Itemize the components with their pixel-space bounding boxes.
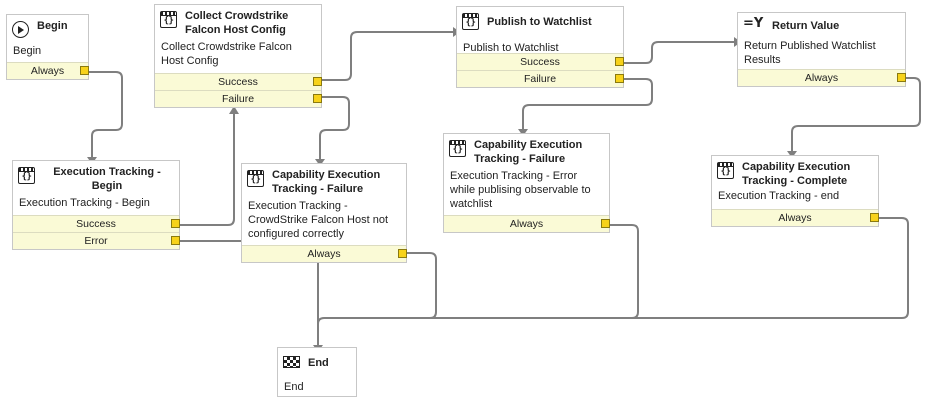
port-connector[interactable] [601, 219, 610, 228]
wire-collect-success-to-publish [318, 31, 456, 81]
port-always[interactable]: Always [712, 209, 879, 226]
port-success[interactable]: Success [457, 53, 624, 70]
publish-to-watchlist-node[interactable]: {} Publish to Watchlist Publish to Watch… [456, 6, 624, 88]
port-label: Success [76, 218, 116, 230]
port-always[interactable]: Always [242, 245, 407, 262]
node-title: Capability Execution Tracking - Complete [742, 161, 851, 187]
port-label: Success [218, 76, 258, 88]
begin-node[interactable]: Begin Begin Always [6, 14, 89, 80]
port-always[interactable]: Always [7, 62, 89, 79]
capability-failure-node-1[interactable]: {} Capability Execution Tracking - Failu… [241, 163, 407, 263]
code-block-icon: {} [18, 167, 35, 184]
arrow-into-cap-complete [787, 151, 797, 158]
node-title: Publish to Watchlist [487, 16, 592, 28]
port-failure[interactable]: Failure [457, 70, 624, 87]
port-always[interactable]: Always [444, 215, 610, 232]
port-label: Success [520, 56, 560, 68]
port-label: Failure [221, 93, 255, 105]
wire-cap-complete-to-end [324, 217, 909, 319]
node-description: End [284, 381, 304, 393]
port-label: Always [778, 212, 812, 224]
end-node[interactable]: End End [277, 347, 357, 397]
arrow-into-collect [229, 106, 239, 114]
port-connector[interactable] [171, 236, 180, 245]
arrow-into-cap-fail-2 [518, 129, 528, 136]
port-label: Error [84, 235, 108, 247]
wire-exec-success-to-collect [176, 111, 235, 226]
port-connector[interactable] [870, 213, 879, 222]
wire-publish-success-to-return [620, 41, 737, 64]
node-description: Collect Crowdstrike Falcon Host Config [161, 41, 292, 67]
node-title: Begin [37, 20, 68, 32]
code-block-icon: {} [717, 162, 734, 179]
port-always[interactable]: Always [738, 69, 906, 86]
capability-complete-node[interactable]: {} Capability Execution Tracking - Compl… [711, 155, 879, 227]
wire-publish-failure-to-cap-fail-2 [522, 78, 653, 132]
port-connector[interactable] [313, 94, 322, 103]
return-value-node[interactable]: =Y Return Value Return Published Watchli… [737, 12, 906, 87]
node-title: Collect Crowdstrike Falcon Host Config [185, 10, 289, 36]
port-connector[interactable] [398, 249, 407, 258]
arrow-into-cap-fail-1 [315, 159, 325, 166]
node-description: Begin [13, 45, 42, 57]
node-title: Return Value [772, 20, 840, 32]
node-description: Execution Tracking - CrowdStrike Falcon … [248, 200, 388, 240]
node-title: Capability Execution Tracking - Failure [474, 139, 583, 165]
return-value-icon: =Y [743, 16, 764, 31]
code-block-icon: {} [462, 13, 479, 30]
collect-crowdstrike-config-node[interactable]: {} Collect Crowdstrike Falcon Host Confi… [154, 4, 322, 108]
port-error[interactable]: Error [13, 232, 180, 249]
play-icon [12, 21, 29, 38]
code-block-icon: {} [247, 170, 264, 187]
port-connector[interactable] [897, 73, 906, 82]
checkered-flag-icon [283, 356, 300, 368]
port-label: Failure [523, 73, 557, 85]
port-connector[interactable] [615, 74, 624, 83]
node-description: Return Published Watchlist Results [744, 40, 876, 66]
wire-collect-failure-to-cap-fail-1 [318, 96, 350, 162]
port-label: Always [804, 72, 839, 84]
node-title: Capability Execution Tracking - Failure [272, 169, 381, 195]
port-label: Always [30, 65, 65, 77]
capability-failure-node-2[interactable]: {} Capability Execution Tracking - Failu… [443, 133, 610, 233]
code-block-icon: {} [449, 140, 466, 157]
wire-return-to-cap-complete [791, 77, 921, 154]
wire-cap-fail-1-to-end [317, 252, 437, 348]
execution-tracking-begin-node[interactable]: {} Execution Tracking - Begin Execution … [12, 160, 180, 250]
node-title: End [308, 357, 329, 369]
port-failure[interactable]: Failure [155, 90, 322, 107]
port-success[interactable]: Success [155, 73, 322, 90]
wire-begin-to-exec-begin [86, 71, 123, 160]
port-label: Always [509, 218, 544, 230]
node-description: Execution Tracking - Error while publisi… [450, 170, 591, 210]
port-connector[interactable] [80, 66, 89, 75]
port-label: Always [307, 248, 341, 260]
port-connector[interactable] [171, 219, 180, 228]
node-title: Execution Tracking - Begin [53, 166, 161, 192]
port-connector[interactable] [615, 57, 624, 66]
node-description: Execution Tracking - end [718, 190, 840, 202]
code-block-icon: {} [160, 11, 177, 28]
port-connector[interactable] [313, 77, 322, 86]
port-success[interactable]: Success [13, 215, 180, 232]
node-description: Publish to Watchlist [463, 42, 559, 54]
node-description: Execution Tracking - Begin [19, 197, 150, 209]
